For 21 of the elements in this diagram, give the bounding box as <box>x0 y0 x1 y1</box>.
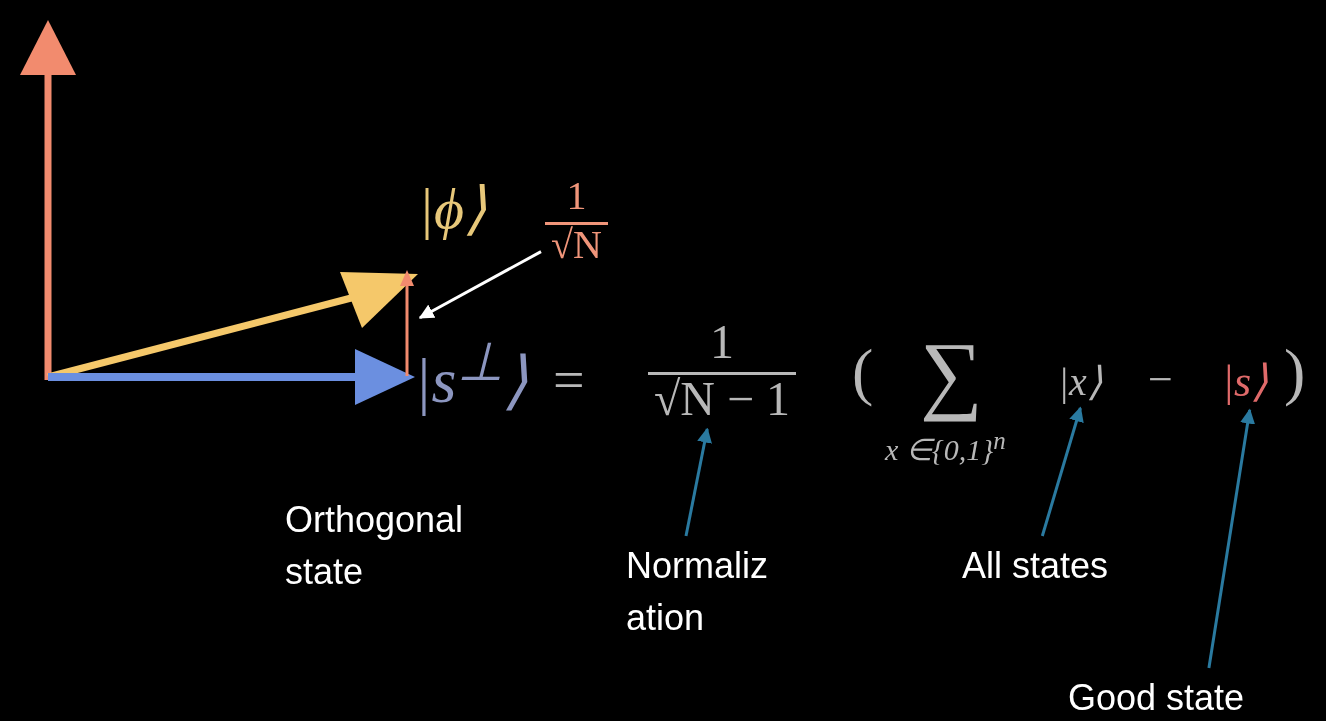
arrow <box>684 427 712 537</box>
minus-sign: − <box>1148 358 1173 402</box>
arrow <box>1040 406 1084 537</box>
arrow <box>1207 408 1256 669</box>
annotation-text: Orthogonal state <box>285 498 465 595</box>
ket-symbol: |ϕ⟩ <box>418 180 487 238</box>
equals-sign: = <box>553 352 585 408</box>
summation-subscript: x ∈{0,1}$^{n}$ <box>885 428 1006 465</box>
denominator: √N <box>550 225 603 265</box>
denominator: √N − 1 <box>653 375 792 423</box>
vector-arrow <box>400 270 414 376</box>
parenthesis: ( <box>852 340 874 404</box>
annotation-text: Good state <box>1068 672 1245 721</box>
annotation-text: Normaliz ation <box>626 540 826 645</box>
annotation-text: All states <box>962 540 1109 593</box>
numerator: 1 <box>648 318 797 375</box>
ket-symbol: |s$^{⊥}$⟩ <box>414 336 528 414</box>
ket-symbol: |s⟩ <box>1222 360 1269 404</box>
leader-arrow <box>418 250 542 319</box>
ket-symbol: |x⟩ <box>1058 362 1103 402</box>
numerator: 1 <box>545 176 608 225</box>
